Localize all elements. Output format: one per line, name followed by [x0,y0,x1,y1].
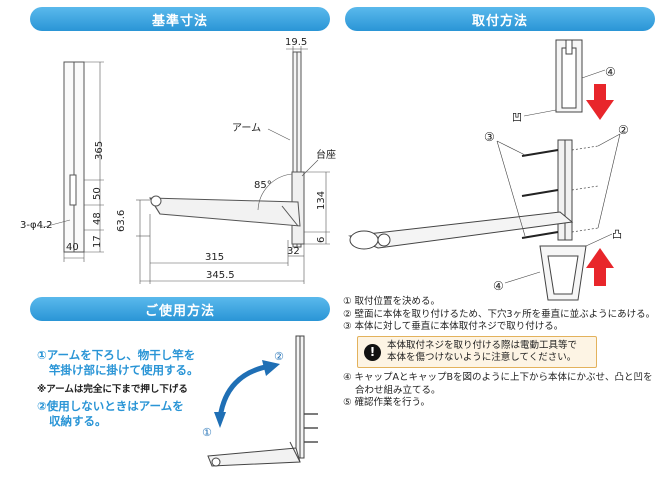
usage-fig-2: ② [274,350,284,363]
usage-instructions: ①アームを下ろし、物干し竿を 竿掛け部に掛けて使用する。 ※アームは完全に下まで… [37,348,227,429]
step-5: ⑤ 確認作業を行う。 [343,397,430,408]
dim-48: 48 [92,212,103,225]
dim-134: 134 [316,191,327,210]
step-4-line1: ④ キャップAとキャップBを図のように上下から本体にかぶせ、凸と凹を [343,372,653,383]
dim-345-5: 345.5 [206,270,235,281]
usage-step2-line1: ②使用しないときはアームを [37,399,184,413]
dim-365: 365 [94,141,105,160]
dim-19-5: 19.5 [285,37,307,48]
warning-icon: ! [364,343,381,361]
warning-line1: 本体取付ネジを取り付ける際は電動工具等で [387,340,578,351]
step-1: ① 取付位置を決める。 [343,296,441,307]
dim-hole: 3-φ4.2 [20,220,52,231]
marker-4-top: ④ [605,65,616,79]
arrow-head-down-icon [214,412,226,428]
usage-note: ※アームは完全に下まで押し下げる [37,384,188,395]
dim-6: 6 [316,237,327,243]
usage-step1-line1: ①アームを下ろし、物干し竿を [37,348,196,362]
dim-315: 315 [205,252,224,263]
step-3: ③ 本体に対して垂直に本体取付ネジで取り付ける。 [343,321,564,332]
header-dimensions: 基準寸法 [30,7,330,31]
dim-63-6: 63.6 [116,210,127,232]
installation-steps-continued: ④ キャップAとキャップBを図のように上下から本体にかぶせ、凸と凹を 合わせ組み… [343,372,663,410]
dim-85deg: 85° [254,180,272,191]
arrow-down-icon [586,84,614,120]
cap-a-label: 凹 [512,113,522,124]
header-usage: ご使用方法 [30,297,330,321]
marker-2: ② [618,123,629,137]
warning-box: ! 本体取付ネジを取り付ける際は電動工具等で 本体を傷つけないように注意してくだ… [357,336,597,368]
usage-step1-line2: 竿掛け部に掛けて使用する。 [49,363,199,377]
usage-fig-1: ① [202,426,212,439]
header-installation: 取付方法 [345,7,655,31]
dim-40: 40 [66,242,79,253]
dim-50: 50 [92,187,103,200]
arrow-head-icon [262,360,280,376]
arrow-up-icon [586,248,614,286]
label-arm: アーム [232,122,261,134]
step-4-line2: 合わせ組み立てる。 [355,384,441,396]
marker-3: ③ [484,130,495,144]
rotate-arrow-icon [217,363,271,419]
usage-step2-line2: 収納する。 [49,414,107,428]
installation-steps: ① 取付位置を決める。 ② 壁面に本体を取り付けるため、下穴3ヶ所を垂直に並ぶよ… [343,296,663,334]
marker-4-bottom: ④ [493,279,504,293]
label-base: 台座 [316,148,336,161]
cap-b-label: 凸 [612,229,622,241]
step-2: ② 壁面に本体を取り付けるため、下穴3ヶ所を垂直に並ぶようにあける。 [343,308,656,320]
dim-17: 17 [92,235,103,248]
warning-line2: 本体を傷つけないように注意してください。 [387,352,577,363]
dim-32: 32 [287,246,300,257]
